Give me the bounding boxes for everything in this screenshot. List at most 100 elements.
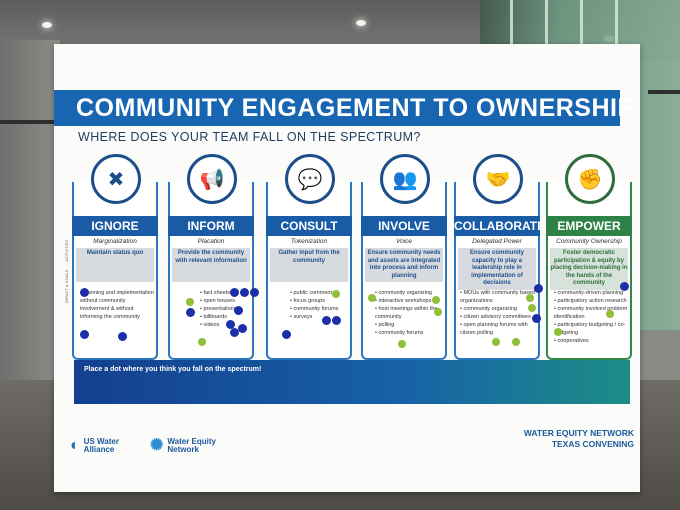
column-activities: MOUs with community based organizations … [460,290,536,338]
left-wall [0,40,60,380]
glass-stripe [545,0,548,80]
sticker-dot [432,296,440,304]
glass-stripe [510,0,513,80]
activity-item: community forums [375,330,443,338]
logo-line: Water Equity [167,437,217,446]
activity-item: polling [375,322,443,330]
column-description: Provide the community with relevant info… [172,248,250,282]
column-collaborate: 🤝 COLLABORATE Delegated Power Ensure com… [454,154,545,360]
activity-item: community organizing [460,306,536,314]
poster-subtitle: WHERE DOES YOUR TEAM FALL ON THE SPECTRU… [78,130,421,144]
activity-item: cooperatives [554,338,628,346]
instruction-band [74,360,630,404]
handshake-icon: 🤝 [473,154,523,204]
column-subtitle: Voice [395,238,413,245]
logo-line: Alliance [83,445,115,455]
column-inform: 📢 INFORM Placation Provide the community… [168,154,254,360]
column-description: Ensure community capacity to play a lead… [458,248,536,290]
instruction-text: Place a dot where you think you fall on … [84,366,262,373]
column-subtitle: Tokenization [290,238,328,245]
sticker-dot [80,288,89,297]
sticker-dot [534,284,543,293]
sticker-dot [606,310,614,318]
message-x-icon: ✖ [91,154,141,204]
sticker-dot [398,340,406,348]
speech-bubbles-icon: 💬 [285,154,335,204]
activity-item: community-driven planning [554,290,628,298]
convening-label: WATER EQUITY NETWORK TEXAS CONVENING [524,428,634,449]
sticker-dot [186,308,195,317]
sticker-dot [492,338,500,346]
column-header: INVOLVE [361,216,447,236]
engagement-poster: COMMUNITY ENGAGEMENT TO OWNERSHIP WHERE … [54,44,640,492]
column-subtitle: Delegated Power [472,238,522,245]
side-label-top: IMPACT & GOALS [64,269,69,303]
lotus-icon: ✺ [150,437,164,454]
logo-line: Network [167,445,199,455]
title-bar [54,90,620,126]
ceiling-light [356,20,366,26]
sticker-dot [554,328,562,336]
ceiling-light [42,22,52,28]
activity-item: presentations [200,306,252,314]
activity-item: citizen advisory committees [460,314,536,322]
column-description: Gather input from the community [270,248,348,282]
people-map-icon: 👥 [380,154,430,204]
column-activities: fact sheets open houses presentations bi… [200,290,252,330]
activity-item: interactive workshops [375,298,443,306]
convening-line: TEXAS CONVENING [551,438,634,449]
sticker-dot [528,304,536,312]
column-header: EMPOWER [546,216,632,236]
column-subtitle: Community Ownership [556,238,622,245]
activity-item: videos [200,322,252,330]
sticker-dot [226,320,235,329]
sticker-dot [282,330,291,339]
activity-item: community involved problem identificatio… [554,306,628,322]
sticker-dot [198,338,206,346]
sticker-dot [368,294,376,302]
activity-item: billboards [200,314,252,322]
column-header: INFORM [168,216,254,236]
sticker-dot [532,314,541,323]
column-header: IGNORE [72,216,158,236]
sticker-dot [332,290,340,298]
activity-item: planning and implementation without comm… [80,290,154,322]
column-header: COLLABORATE [454,216,545,236]
sticker-dot [512,338,520,346]
activity-item: fact sheets [200,290,252,298]
glass-stripe [615,0,618,80]
raised-fist-icon: ✊ [565,154,615,204]
column-activities: community-driven planning participatory … [554,290,628,346]
side-label: IMPACT & GOALS ACTIVITIES [64,240,69,303]
sticker-dot [118,332,127,341]
activity-item: open planning forums with citizen pollin… [460,322,536,338]
sticker-dot [250,288,259,297]
sticker-dot [434,308,442,316]
activity-item: surveys [290,314,350,322]
us-water-alliance-logo: ◐ US Water Alliance [70,437,119,455]
sticker-dot [230,328,239,337]
activity-item: open houses [200,298,252,306]
column-description: Maintain status quo [76,248,154,282]
activity-item: participatory budgeting / co-budgeting [554,322,628,338]
column-subtitle: Marginalization [93,238,137,245]
megaphone-icon: 📢 [187,154,237,204]
sticker-dot [238,324,247,333]
column-description: Ensure community needs and assets are in… [365,248,443,282]
convening-line: WATER EQUITY NETWORK [523,428,634,438]
activity-item: host meetings within the community [375,306,443,322]
sticker-dot [620,282,629,291]
activity-item: public comment [290,290,350,298]
column-involve: 👥 INVOLVE Voice Ensure community needs a… [361,154,447,360]
activity-item: community organizing [375,290,443,298]
sticker-dot [322,316,331,325]
column-activities: public comment focus groups community fo… [290,290,350,322]
column-subtitle: Placation [197,238,225,245]
column-header: CONSULT [266,216,352,236]
sticker-dot [240,288,249,297]
sticker-dot [332,316,341,325]
side-label-bottom: ACTIVITIES [64,240,69,262]
sticker-dot [186,298,194,306]
column-activities: community organizing interactive worksho… [375,290,443,338]
activity-item: community forums [290,306,350,314]
